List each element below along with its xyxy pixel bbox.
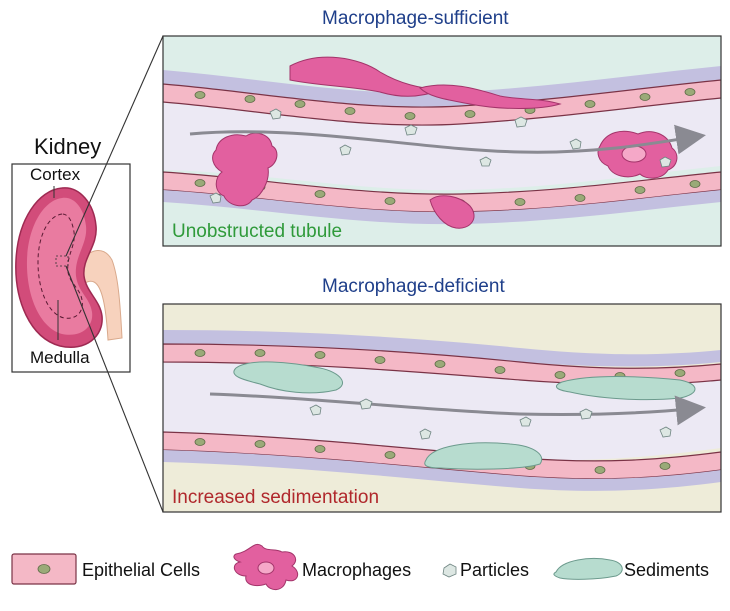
basement-membrane-lower: [163, 450, 721, 491]
basement-membrane: [163, 66, 721, 108]
panel-bottom-art: [163, 304, 721, 512]
epithelium-lower: [163, 171, 721, 213]
particle-icon: [442, 563, 457, 578]
epithelium-upper: [163, 79, 721, 126]
basement-membrane: [163, 330, 721, 367]
legend-label-epithelial-cells: Epithelial Cells: [82, 560, 201, 580]
sediment: [233, 361, 343, 394]
cortex-label: Cortex: [30, 165, 81, 184]
particles-bottom: [309, 398, 672, 440]
panel-top-art: [163, 36, 721, 246]
macrophage-icon: [233, 543, 299, 590]
legend-label-sediments: Sediments: [624, 560, 710, 580]
basement-membrane-lower: [163, 190, 721, 225]
legend-label-macrophages: Macrophages: [302, 560, 412, 580]
medulla-label: Medulla: [30, 348, 90, 367]
panel-bottom-frame: [162, 303, 722, 513]
kidney-cortex: [26, 197, 93, 335]
flow-arrow: [189, 124, 706, 155]
ureter: [77, 250, 123, 341]
particles-top: [209, 108, 672, 204]
zoom-region: [55, 255, 69, 267]
kidney-inset: [11, 35, 164, 513]
sediment: [424, 442, 542, 470]
sediment-icon: [553, 558, 623, 580]
panel-note-sedimentation: Increased sedimentation: [172, 487, 380, 508]
panel-top-frame: [162, 35, 722, 247]
macrophage: [429, 195, 475, 229]
zoom-line-top: [65, 35, 164, 257]
legend-label-particles: Particles: [460, 560, 530, 580]
panel-note-unobstructed: Unobstructed tubule: [172, 221, 343, 242]
flow-arrow: [209, 392, 706, 426]
macrophage: [419, 84, 562, 109]
macrophage: [212, 132, 278, 207]
zoom-line-bottom: [65, 265, 164, 513]
tubule-lumen: [163, 96, 721, 191]
epithelial-cell-nuclei-bottom: [194, 349, 686, 474]
kidney-title: Kidney: [34, 134, 102, 159]
epithelial-cell-icon: [11, 553, 77, 585]
panel-title-deficient: Macrophage-deficient: [322, 276, 505, 297]
epithelial-cell-nuclei-top: [194, 88, 701, 207]
corticomedullary-boundary: [37, 213, 83, 319]
panel-title-sufficient: Macrophage-sufficient: [322, 8, 509, 29]
